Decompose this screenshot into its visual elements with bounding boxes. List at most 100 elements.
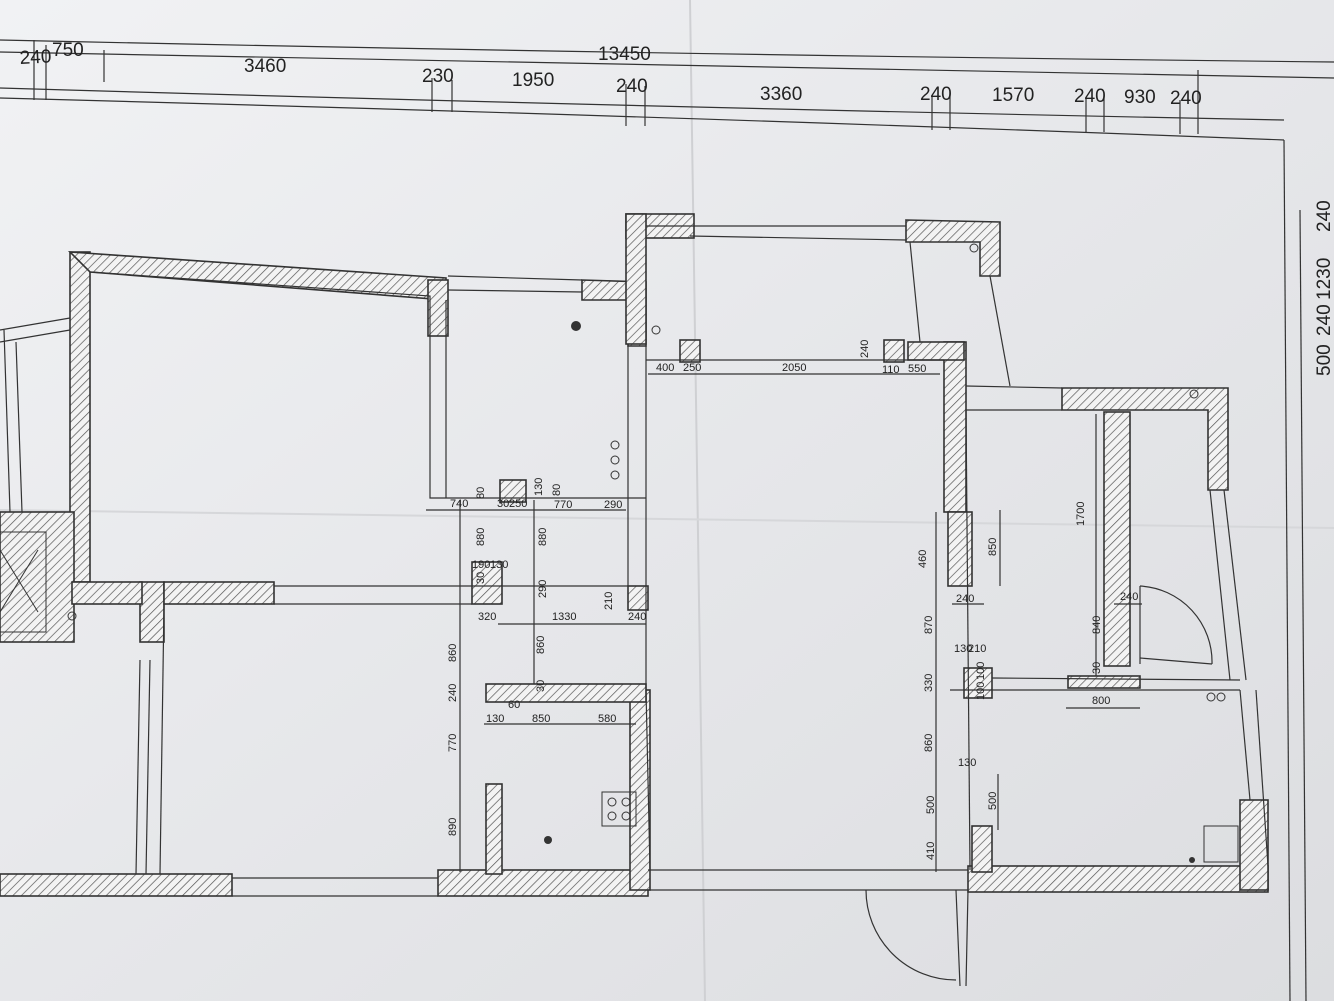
dim-label: 240 bbox=[447, 684, 459, 702]
pipe-icon bbox=[610, 470, 620, 480]
dim-label: 130 bbox=[958, 757, 976, 769]
dim-label: 880 bbox=[537, 528, 549, 546]
dim-label: 500 bbox=[925, 796, 937, 814]
dim-label: 130 bbox=[533, 478, 545, 496]
dim-side: 500 bbox=[1314, 344, 1334, 376]
dim-label: 770 bbox=[554, 499, 572, 511]
dim-label: 800 bbox=[1092, 695, 1110, 707]
dim-label: 400 bbox=[656, 362, 674, 374]
dim-label: 100 bbox=[975, 682, 987, 700]
dim-label: 210 bbox=[603, 592, 615, 610]
pipe-icon bbox=[610, 440, 620, 450]
dim-label: 30 bbox=[497, 498, 509, 510]
drain-icon bbox=[651, 325, 661, 335]
dim-label: 320 bbox=[478, 611, 496, 623]
doors bbox=[865, 585, 1213, 987]
dim-label: 240 bbox=[628, 611, 646, 623]
dim-label: 860 bbox=[923, 734, 935, 752]
side-dimension-chain bbox=[1283, 139, 1307, 1001]
paper-fold bbox=[689, 0, 706, 1001]
dim-label: 870 bbox=[923, 616, 935, 634]
burner-icon bbox=[621, 797, 631, 807]
dim-top: 3360 bbox=[760, 84, 802, 105]
dim-label: 1330 bbox=[552, 611, 576, 623]
dim-top: 240 bbox=[1074, 86, 1106, 107]
interior-dimension-labels: 400 250 2050 240 110 550 740 80 30 250 1… bbox=[447, 340, 1138, 860]
dim-side: 1230 bbox=[1314, 258, 1334, 300]
interior-dimension-lines bbox=[426, 373, 1142, 872]
dim-label: 130 bbox=[486, 713, 504, 725]
stove-icon bbox=[601, 791, 637, 827]
dim-label: 60 bbox=[508, 699, 520, 711]
dim-label: 80 bbox=[475, 487, 487, 499]
dim-label: 240 bbox=[1120, 591, 1138, 603]
dim-label: 2050 bbox=[782, 362, 806, 374]
dim-label: 80 bbox=[551, 484, 563, 496]
drain-icon bbox=[571, 321, 581, 331]
burner-icon bbox=[607, 811, 617, 821]
dim-label: 100 bbox=[975, 662, 987, 680]
walls bbox=[0, 213, 1269, 897]
pipe-icon bbox=[1216, 692, 1226, 702]
dim-label: 460 bbox=[917, 550, 929, 568]
dim-label: 130 bbox=[490, 559, 508, 571]
dim-label: 240 bbox=[956, 593, 974, 605]
drain-icon bbox=[969, 243, 979, 253]
dim-top: 1950 bbox=[512, 70, 554, 91]
dim-label: 250 bbox=[509, 498, 527, 510]
washer-icon bbox=[1203, 825, 1239, 863]
dim-label: 1700 bbox=[1075, 502, 1087, 526]
dim-label: 130 bbox=[954, 643, 972, 655]
dim-top: 1570 bbox=[992, 85, 1034, 106]
dim-label: 290 bbox=[537, 580, 549, 598]
fixtures bbox=[0, 243, 1239, 863]
burner-icon bbox=[607, 797, 617, 807]
dim-label: 860 bbox=[535, 636, 547, 654]
drain-icon bbox=[67, 611, 77, 621]
dim-label: 190 bbox=[472, 559, 490, 571]
dim-label: 500 bbox=[987, 792, 999, 810]
pipe-icon bbox=[610, 455, 620, 465]
dim-top: 240 bbox=[1170, 88, 1202, 109]
dim-label: 850 bbox=[987, 538, 999, 556]
dim-top: 230 bbox=[422, 66, 454, 87]
dim-side: 240 bbox=[1314, 200, 1334, 232]
dim-label: 890 bbox=[447, 818, 459, 836]
dim-label: 330 bbox=[923, 674, 935, 692]
burner-icon bbox=[621, 811, 631, 821]
dim-top: 240 bbox=[19, 46, 52, 69]
dim-label: 770 bbox=[447, 734, 459, 752]
dim-top: 750 bbox=[52, 40, 84, 61]
dim-label: 410 bbox=[925, 842, 937, 860]
dim-label: 110 bbox=[882, 364, 900, 376]
dim-side: 240 bbox=[1314, 304, 1334, 336]
room-outlines bbox=[0, 225, 1269, 897]
overall-width-label: 13450 bbox=[598, 44, 651, 65]
pipe-icon bbox=[1206, 692, 1216, 702]
dim-label: 30 bbox=[475, 572, 487, 584]
drain-icon bbox=[544, 836, 552, 844]
drain-icon bbox=[1189, 389, 1199, 399]
dim-top: 930 bbox=[1124, 87, 1156, 108]
dim-label: 250 bbox=[683, 362, 701, 374]
dim-label: 840 bbox=[1091, 616, 1103, 634]
dim-label: 880 bbox=[475, 528, 487, 546]
dim-label: 550 bbox=[908, 363, 926, 375]
dim-top: 3460 bbox=[244, 56, 286, 77]
dim-label: 580 bbox=[598, 713, 616, 725]
dim-top: 240 bbox=[616, 76, 648, 97]
drain-icon bbox=[1189, 857, 1195, 863]
dim-label: 860 bbox=[447, 644, 459, 662]
dim-label: 740 bbox=[450, 498, 468, 510]
dim-label: 290 bbox=[604, 499, 622, 511]
dim-label: 210 bbox=[968, 643, 986, 655]
dim-label: 240 bbox=[859, 340, 871, 358]
dim-label: 850 bbox=[532, 713, 550, 725]
dim-top: 240 bbox=[920, 84, 952, 105]
dim-label: 30 bbox=[1091, 662, 1103, 674]
dim-label: 30 bbox=[535, 680, 547, 692]
shaft-icon bbox=[0, 531, 47, 633]
shaft-cross bbox=[0, 549, 39, 613]
